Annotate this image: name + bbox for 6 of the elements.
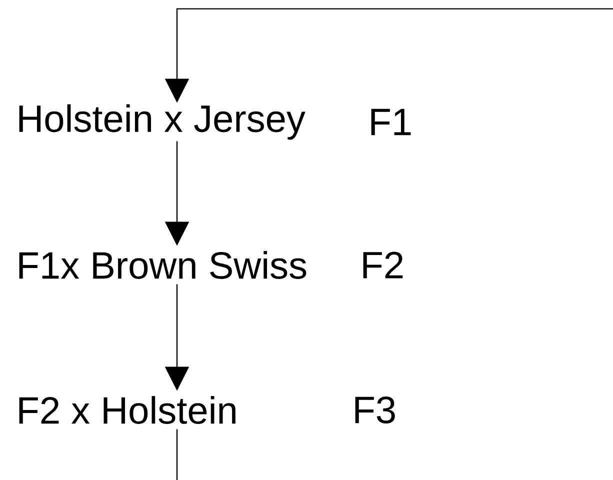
cross-label: F2 x Holstein	[19, 396, 236, 424]
cross-label: F1x Brown Swiss	[19, 251, 306, 279]
generation-label: F1	[371, 108, 411, 136]
cross-label: Holstein x Jersey	[19, 104, 306, 140]
generation-label: F2	[363, 252, 403, 278]
generation-label: F3	[355, 396, 395, 424]
